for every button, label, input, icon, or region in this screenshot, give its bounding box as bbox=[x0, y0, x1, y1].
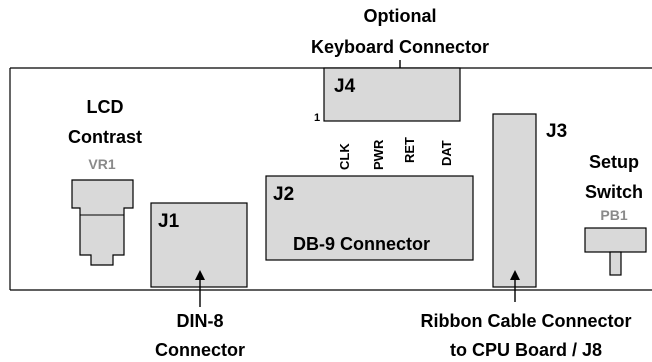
setup-callout-line1: Setup bbox=[589, 152, 639, 172]
j2-description: DB-9 Connector bbox=[293, 234, 430, 254]
vr1-ref-label: VR1 bbox=[88, 156, 115, 172]
ribbon-callout-line1: Ribbon Cable Connector bbox=[421, 311, 632, 331]
j4-label: J4 bbox=[334, 76, 356, 97]
din-callout-line2: Connector bbox=[155, 340, 245, 360]
j2-connector bbox=[265, 175, 474, 261]
keyboard-callout-line2: Keyboard Connector bbox=[311, 37, 489, 57]
j3-label: J3 bbox=[546, 121, 567, 142]
pb1-switch-body bbox=[584, 227, 647, 253]
lcd-callout-line1: LCD bbox=[87, 97, 124, 117]
keyboard-callout-line1: Optional bbox=[364, 6, 437, 26]
setup-callout-line2: Switch bbox=[585, 182, 643, 202]
pin-label-dat: DAT bbox=[439, 140, 454, 166]
ribbon-callout-line2: to CPU Board / J8 bbox=[450, 340, 602, 360]
din-callout-line1: DIN-8 bbox=[176, 311, 223, 331]
pin-label-pwr: PWR bbox=[371, 139, 386, 170]
j4-connector bbox=[323, 67, 461, 122]
pb1-ref-label: PB1 bbox=[600, 207, 627, 223]
j1-label: J1 bbox=[158, 211, 180, 232]
pb1-switch-plunger bbox=[609, 251, 622, 276]
din-arrow-head bbox=[195, 270, 205, 280]
ribbon-arrow-head bbox=[510, 270, 520, 280]
j4-pin1-marker: 1 bbox=[314, 112, 320, 124]
keyboard-connector-callout: Optional Keyboard Connector bbox=[311, 6, 489, 57]
j2-label: J2 bbox=[273, 184, 294, 205]
j3-connector bbox=[492, 113, 537, 288]
lcd-callout-line2: Contrast bbox=[68, 127, 142, 147]
pin-label-ret: RET bbox=[402, 137, 417, 163]
pin-label-clk: CLK bbox=[337, 143, 352, 170]
vr1-potentiometer bbox=[71, 179, 134, 266]
